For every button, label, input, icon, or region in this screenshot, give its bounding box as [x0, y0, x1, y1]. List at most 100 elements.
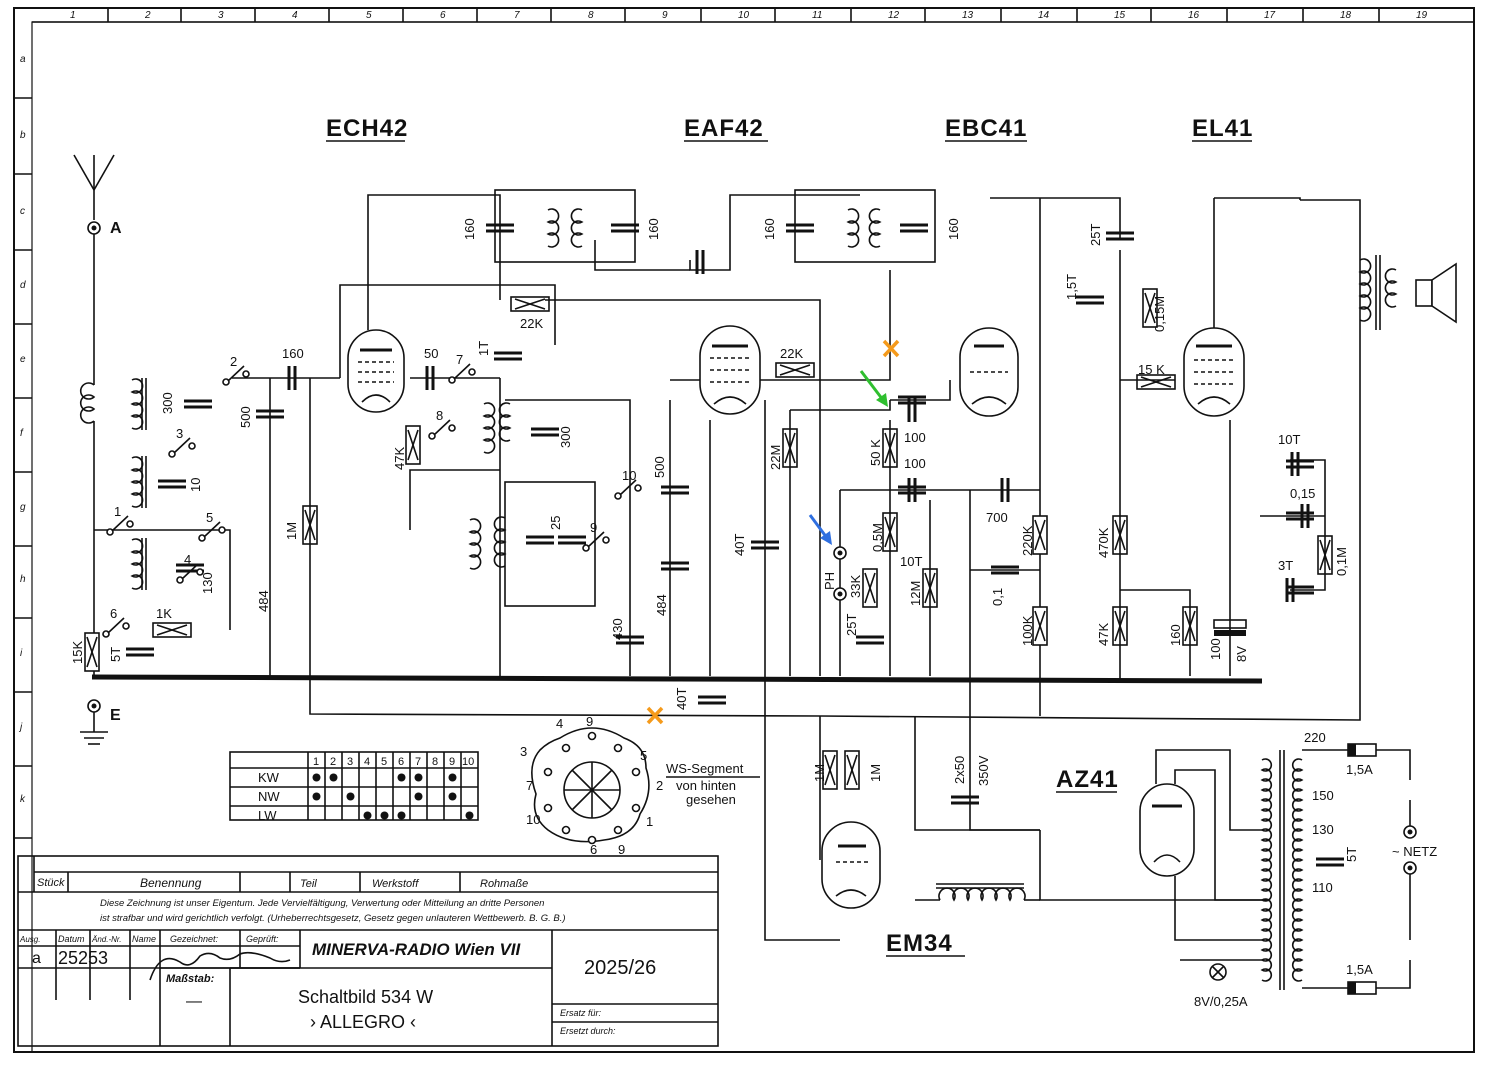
column-number: 2: [144, 10, 151, 21]
tb-title-2: › ALLEGRO ‹: [310, 1012, 416, 1032]
component-label-c430: 430: [610, 618, 625, 640]
column-number: 3: [218, 10, 224, 21]
tb-head-teil: Teil: [300, 878, 317, 890]
antenna-symbol: [73, 154, 115, 235]
component-label-tap110: 110: [1312, 880, 1333, 895]
component-label-r160: 160: [1168, 624, 1183, 646]
component-label-c160b: 160: [462, 218, 477, 240]
component-label-v8: 8V: [1234, 646, 1249, 662]
ws-pin-number: 1: [646, 814, 653, 829]
component-label-r1m_a: 1M: [284, 522, 299, 540]
power-transformer: [1155, 749, 1411, 990]
band-col-number: 3: [347, 756, 353, 768]
tb-head-ausg: Ausg.: [19, 935, 40, 944]
filter-choke: [915, 883, 1040, 902]
component-label-c10t_a: 10T: [900, 554, 922, 569]
pilot-lamp-icon: [1209, 963, 1227, 981]
switch-number: 3: [176, 426, 183, 441]
tb-head-gez: Gezeichnet:: [170, 934, 219, 944]
column-number: 1: [70, 10, 76, 21]
component-label-mains: ~ NETZ: [1392, 844, 1437, 859]
component-label-c5t_b: 5T: [1344, 847, 1359, 862]
component-label-r1k: 1K: [156, 606, 172, 621]
column-number: 4: [292, 10, 298, 21]
tb-head-datum: Datum: [58, 934, 85, 944]
tube-label-el41: EL41: [1192, 115, 1253, 142]
tb-ersetzt-durch: Ersetzt durch:: [560, 1026, 616, 1036]
component-label-r22k_b: 22K: [780, 346, 803, 361]
ws-segment-line2: von hinten: [676, 778, 736, 793]
earth-symbol: [80, 699, 108, 745]
tb-datum-value: 25253: [58, 948, 108, 968]
ws-pin-number: 9: [618, 842, 625, 857]
signature: [149, 951, 291, 981]
ws-pin-number: 10: [526, 812, 540, 827]
column-number: 16: [1188, 10, 1200, 21]
title-block: [17, 855, 719, 1047]
speaker-icon: [1415, 262, 1457, 324]
tube-az41: [1139, 783, 1195, 877]
column-number: 10: [738, 10, 750, 21]
switch-number: 7: [456, 352, 463, 367]
band-col-number: 2: [330, 756, 336, 768]
output-transformer: [1358, 255, 1398, 330]
component-label-tap130: 130: [1312, 822, 1334, 837]
tb-massstab-label: Maßstab:: [166, 973, 215, 985]
if-transformer-1: [494, 189, 636, 263]
tb-head-aend: Änd.-Nr.: [91, 935, 122, 944]
component-label-r47k_b: 47K: [1096, 623, 1111, 646]
switch-number: 8: [436, 408, 443, 423]
column-number: 19: [1416, 10, 1428, 21]
component-label-c500b: 500: [652, 456, 667, 478]
switch-number: 4: [184, 552, 191, 567]
band-col-number: 6: [398, 756, 404, 768]
column-number: 12: [888, 10, 900, 21]
row-letter: g: [20, 502, 26, 513]
switch-number: 9: [590, 520, 597, 535]
component-label-fuse2: 1,5A: [1346, 962, 1373, 977]
row-letter: a: [20, 54, 26, 65]
ws-pin-number: 2: [656, 778, 663, 793]
column-number: 17: [1264, 10, 1276, 21]
band-row-label: NW: [258, 789, 280, 804]
component-label-lamp: 8V/0,25A: [1194, 994, 1248, 1009]
component-label-r01m: 0,1M: [1334, 547, 1349, 576]
tube-eaf42: [699, 325, 761, 415]
tube-label-ebc41: EBC41: [945, 115, 1027, 142]
column-number: 8: [588, 10, 594, 21]
tb-massstab-value: —: [186, 993, 202, 1010]
component-label-c160d: 160: [762, 218, 777, 240]
band-col-number: 9: [449, 756, 455, 768]
component-label-r220k: 220K: [1020, 525, 1035, 556]
component-label-c160c: 160: [646, 218, 661, 240]
tb-head-rohmasse: Rohmaße: [480, 878, 528, 890]
tube-label-az41: AZ41: [1056, 766, 1119, 793]
component-label-c2x50: 2x50: [952, 756, 967, 784]
component-label-tap150: 150: [1312, 788, 1334, 803]
row-letter: c: [20, 206, 25, 217]
component-label-c484b: 484: [654, 594, 669, 616]
tb-head-name: Name: [132, 934, 156, 944]
pickup-label: PH: [822, 572, 837, 590]
band-row-label: KW: [258, 770, 280, 785]
column-number: 6: [440, 10, 446, 21]
ws-pin-number: 3: [520, 744, 527, 759]
band-col-number: 7: [415, 756, 421, 768]
row-letter: j: [18, 722, 23, 733]
component-label-c40t_a: 40T: [674, 688, 689, 710]
switch-number: 6: [110, 606, 117, 621]
row-letter: h: [20, 574, 26, 585]
component-label-c160e: 160: [946, 218, 961, 240]
switch-number: 10: [622, 468, 636, 483]
component-label-fuse1: 1,5A: [1346, 762, 1373, 777]
column-number: 5: [366, 10, 372, 21]
component-label-c10a: 10: [188, 478, 203, 492]
tube-ebc41: [959, 327, 1019, 417]
component-label-r1m_c: 1M: [868, 764, 883, 782]
component-label-c25: 25: [548, 516, 563, 530]
tb-head-gepr: Geprüft:: [246, 934, 279, 944]
row-letter: i: [20, 648, 23, 659]
